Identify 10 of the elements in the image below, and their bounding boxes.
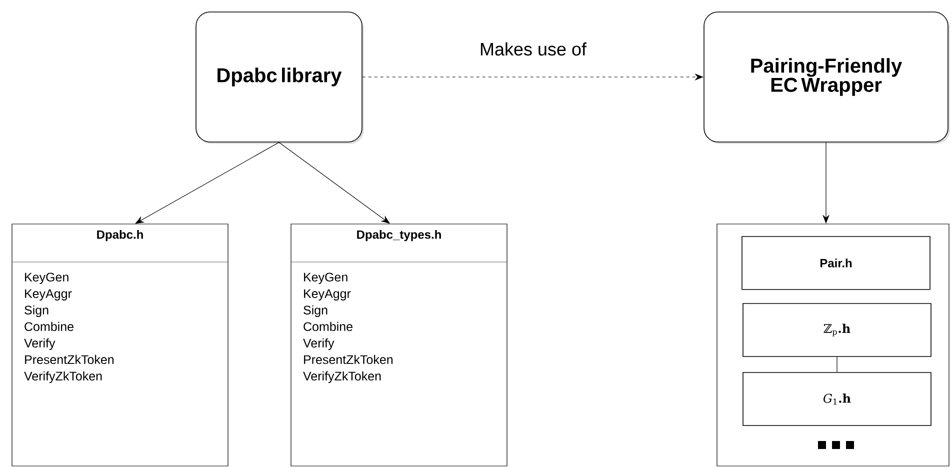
header-box: Pair.h [742,236,930,290]
container-box [716,224,950,466]
header-box: G$_{1}$.h [742,372,932,426]
header-box: ℤ$_{p}$.h [742,303,932,357]
file-box: Dpabc_types.h KeyGen KeyAggr Sign Combine Verify PresentZkToken VerifyZkToken [290,224,508,466]
arrow [135,142,280,224]
edge-label: Makes use of [480,42,587,56]
rounded-box: Dpabc library [196,12,364,144]
file-box: Dpabc.h KeyGen KeyAggr Sign Combine Verify PresentZkToken VerifyZkToken [12,224,228,466]
rounded-box: Pairing-Friendly EC Wrapper [704,12,950,144]
